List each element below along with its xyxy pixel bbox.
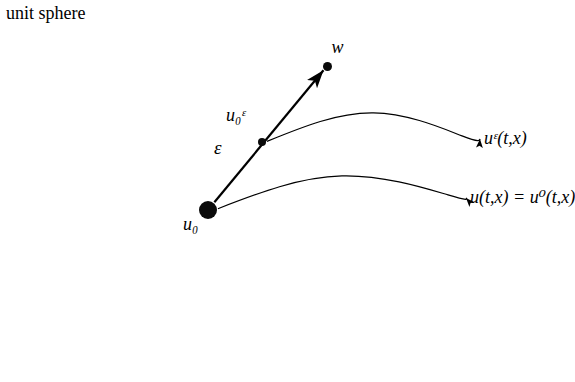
sphere-disc xyxy=(68,42,404,378)
perturbation-arrow xyxy=(214,70,323,202)
point-label: u₀ᵋ xyxy=(226,106,246,126)
point-label: w xyxy=(332,38,344,58)
point-marker: u₀ xyxy=(199,201,217,219)
sphere-outline xyxy=(0,0,440,382)
point-marker: w xyxy=(323,62,332,71)
evolution-arrow xyxy=(267,113,480,141)
edge-label: ε xyxy=(214,138,222,159)
point-label: uᵋ(t,x) xyxy=(484,129,527,149)
figure-heading: unit sphere xyxy=(6,4,85,24)
point-label: u₀ xyxy=(183,215,198,235)
function-label: uᵋ(t,x) xyxy=(482,127,529,151)
function-label: u(t,x) = u⁰(t,x) xyxy=(468,186,575,210)
point-label: u(t,x) = u⁰(t,x) xyxy=(470,188,575,208)
evolution-arrow xyxy=(218,176,467,209)
point-marker: u₀ᵋ xyxy=(258,138,266,146)
unit-sphere: unit sphere w u₀ᵋ u₀ xyxy=(0,0,440,382)
